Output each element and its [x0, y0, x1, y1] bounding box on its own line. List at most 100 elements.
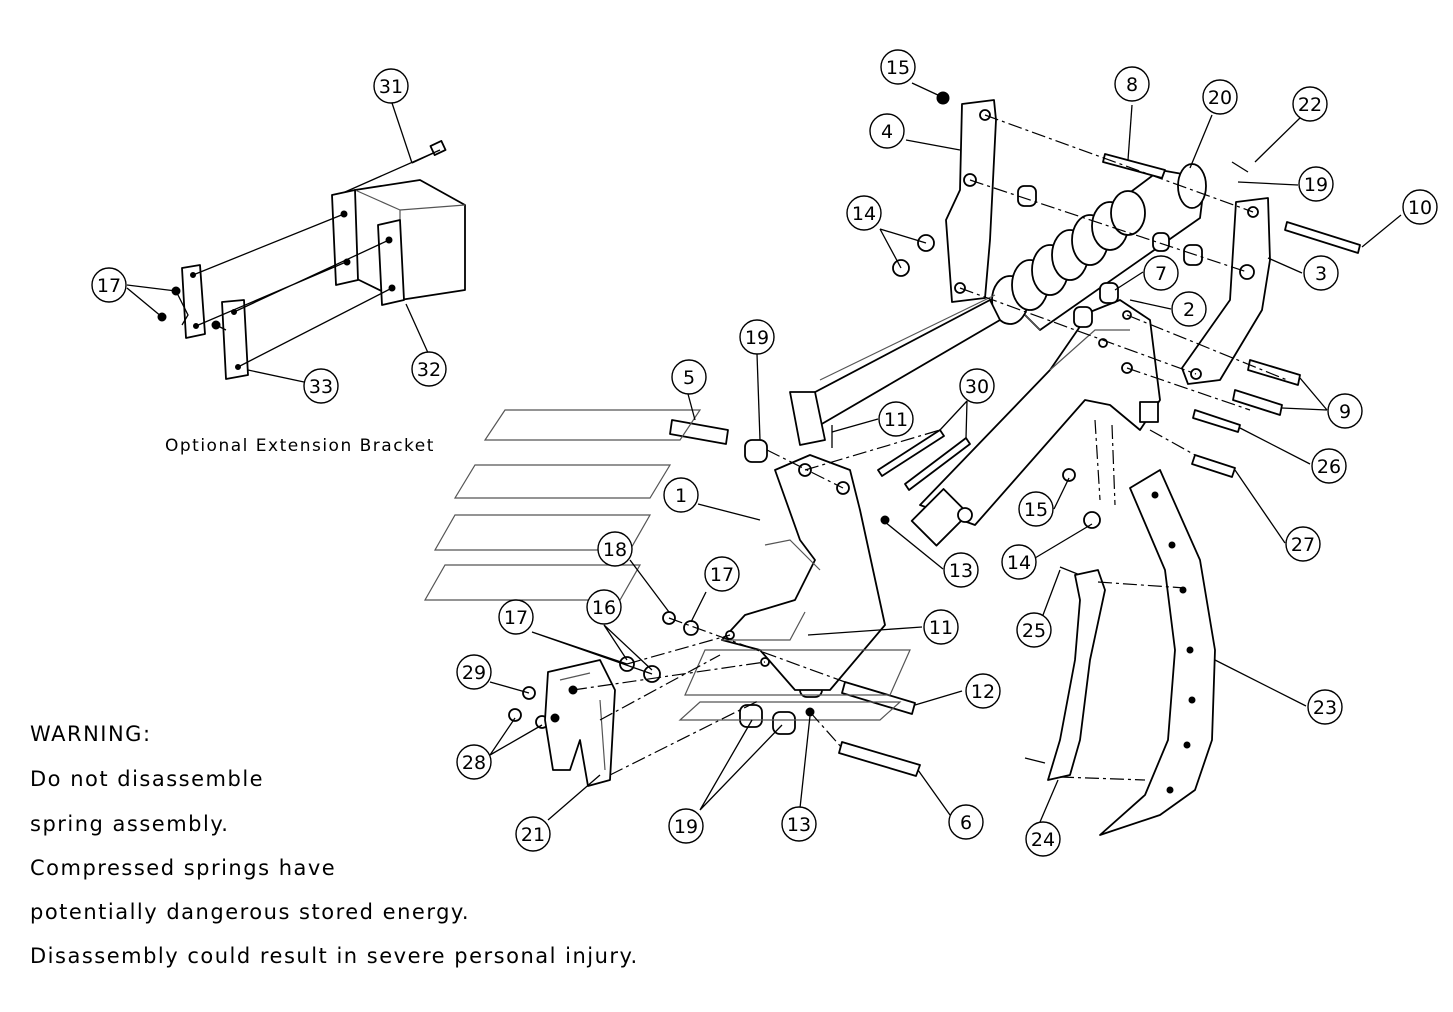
callout-33: 33: [303, 368, 339, 404]
callout-3: 3: [1303, 255, 1339, 291]
warning-line-1: Do not disassemble: [30, 767, 265, 791]
callout-23: 23: [1307, 689, 1343, 725]
svg-text:11: 11: [929, 617, 953, 639]
callout-11b: 11: [923, 609, 959, 645]
side-plate-4: [945, 99, 997, 303]
square-tube-32: [354, 179, 466, 301]
svg-text:10: 10: [1408, 197, 1432, 219]
callout-5: 5: [671, 359, 707, 395]
callout-13: 13: [943, 552, 979, 588]
callout-28: 28: [456, 744, 492, 780]
callout-10: 10: [1402, 189, 1438, 225]
callout-8: 8: [1114, 66, 1150, 102]
callout-15b: 15: [1018, 491, 1054, 527]
callout-7: 7: [1143, 255, 1179, 291]
callout-24: 24: [1025, 821, 1061, 857]
callout-14b: 14: [1001, 544, 1037, 580]
callout-26: 26: [1311, 448, 1347, 484]
svg-text:24: 24: [1031, 829, 1055, 851]
warning-line-2: spring assembly.: [30, 812, 230, 836]
callout-4: 4: [869, 113, 905, 149]
svg-text:15: 15: [886, 57, 910, 79]
svg-text:29: 29: [462, 662, 486, 684]
callout-20: 20: [1202, 79, 1238, 115]
lock-plate-21: [544, 659, 616, 787]
shank-23: [1099, 469, 1216, 836]
svg-text:27: 27: [1291, 534, 1315, 556]
svg-text:32: 32: [417, 359, 441, 381]
svg-text:31: 31: [379, 76, 403, 98]
warning-line-5: Disassembly could result in severe perso…: [30, 944, 639, 968]
callout-17b: 17: [704, 556, 740, 592]
callout-17c: 17: [498, 599, 534, 635]
svg-text:19: 19: [745, 327, 769, 349]
svg-text:8: 8: [1126, 74, 1138, 96]
svg-text:26: 26: [1317, 456, 1341, 478]
callout-6: 6: [948, 804, 984, 840]
clamp-plate-rear: [331, 189, 359, 286]
svg-text:15: 15: [1024, 499, 1048, 521]
callout-balloons: 31 17 32 33 15 8 20 22 4 19 14 10 7 3 2 …: [91, 49, 1438, 857]
extension-bracket-group: [157, 140, 466, 380]
svg-text:3: 3: [1315, 263, 1327, 285]
svg-text:14: 14: [852, 203, 876, 225]
svg-text:28: 28: [462, 752, 486, 774]
svg-text:6: 6: [960, 812, 972, 834]
callout-19c: 19: [668, 808, 704, 844]
compression-spring: [991, 190, 1146, 325]
svg-text:23: 23: [1313, 697, 1337, 719]
bolts: [669, 161, 1361, 777]
svg-text:19: 19: [674, 816, 698, 838]
warning-title: WARNING:: [30, 722, 152, 746]
svg-text:2: 2: [1183, 299, 1195, 321]
callout-30: 30: [959, 368, 995, 404]
callout-32: 32: [411, 351, 447, 387]
svg-text:19: 19: [1304, 174, 1328, 196]
main-assembly: [423, 91, 1361, 836]
svg-text:22: 22: [1298, 94, 1322, 116]
nuts: [508, 91, 1101, 729]
callout-12: 12: [965, 673, 1001, 709]
clamp-plate-front: [377, 219, 405, 306]
svg-text:17: 17: [97, 275, 121, 297]
extension-bracket-caption: Optional Extension Bracket: [165, 436, 435, 456]
svg-text:4: 4: [881, 121, 893, 143]
svg-text:14: 14: [1007, 552, 1031, 574]
callout-27: 27: [1285, 526, 1321, 562]
svg-text:11: 11: [884, 409, 908, 431]
svg-text:17: 17: [504, 607, 528, 629]
callout-13b: 13: [781, 806, 817, 842]
callout-18: 18: [597, 531, 633, 567]
callout-19: 19: [1298, 166, 1334, 202]
callout-11: 11: [878, 401, 914, 437]
callout-15: 15: [880, 49, 916, 85]
small-plate: [181, 264, 206, 339]
block: [1139, 401, 1159, 423]
callout-22: 22: [1292, 86, 1328, 122]
svg-text:20: 20: [1208, 87, 1232, 109]
callout-2: 2: [1171, 291, 1207, 327]
warning-line-3: Compressed springs have: [30, 856, 337, 880]
svg-text:16: 16: [592, 597, 616, 619]
callout-31: 31: [373, 68, 409, 104]
svg-text:13: 13: [787, 814, 811, 836]
callout-9: 9: [1327, 393, 1363, 429]
svg-text:33: 33: [309, 376, 333, 398]
clamp-24-25: [1047, 569, 1106, 781]
svg-text:21: 21: [521, 824, 545, 846]
svg-text:13: 13: [949, 560, 973, 582]
svg-text:30: 30: [965, 376, 989, 398]
side-plate-3: [1181, 197, 1271, 385]
svg-text:12: 12: [971, 681, 995, 703]
svg-text:25: 25: [1022, 620, 1046, 642]
svg-text:1: 1: [675, 485, 687, 507]
svg-text:17: 17: [710, 564, 734, 586]
svg-text:7: 7: [1155, 263, 1167, 285]
callout-19b: 19: [739, 319, 775, 355]
svg-text:5: 5: [683, 367, 695, 389]
pin-8: [1102, 153, 1166, 179]
callout-21: 21: [515, 816, 551, 852]
bushings: [739, 185, 1203, 735]
mount-bracket-1: [721, 454, 886, 691]
